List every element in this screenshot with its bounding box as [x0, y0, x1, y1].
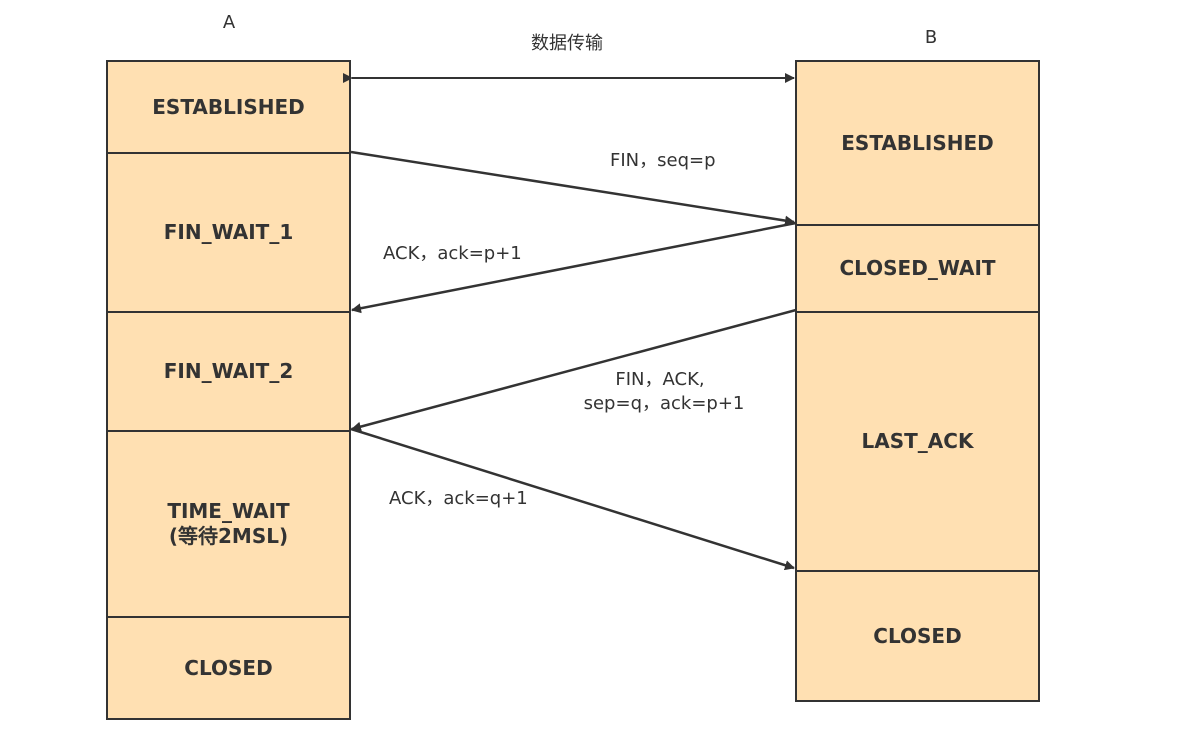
host-a-state-closed: CLOSED: [108, 616, 349, 718]
host-a-state-established: ESTABLISHED: [152, 94, 305, 119]
fin-a-to-b-arrow: [350, 150, 795, 226]
fin-a-message-label: FIN，seq=p: [610, 150, 716, 171]
fin-b-message-label-line1: FIN，ACK,: [615, 369, 705, 390]
ack-a-message-label: ACK，ack=q+1: [389, 488, 528, 509]
host-a-state-fin-wait-2: FIN_WAIT_2: [108, 311, 349, 430]
host-b-label: B: [924, 27, 938, 48]
host-a-label: A: [222, 12, 236, 33]
host-b-state-last-ack: LAST_ACK: [797, 311, 1038, 570]
host-b-state-closed: CLOSED: [797, 570, 1038, 700]
fin-b-message-label-line2: sep=q，ack=p+1: [583, 393, 745, 414]
host-a-state-time-wait: TIME_WAIT (等待2MSL): [108, 430, 349, 616]
ack-b-message-label: ACK，ack=p+1: [383, 243, 522, 264]
host-a-state-fin-wait-1: FIN_WAIT_1: [108, 152, 349, 311]
host-b-state-column: ESTABLISHED CLOSED_WAIT LAST_ACK CLOSED: [795, 60, 1040, 702]
host-b-state-established: ESTABLISHED: [841, 130, 994, 155]
ack-b-to-a-arrow: [351, 221, 797, 314]
host-b-state-closed-wait: CLOSED_WAIT: [797, 224, 1038, 311]
host-a-state-column: ESTABLISHED FIN_WAIT_1 FIN_WAIT_2 TIME_W…: [106, 60, 351, 720]
data-transfer-label: 数据传输: [531, 33, 603, 54]
